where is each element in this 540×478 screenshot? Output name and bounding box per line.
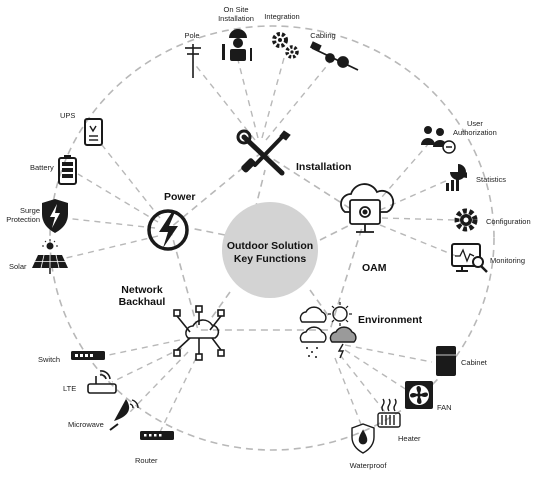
user-authorization-label: User Authorization xyxy=(453,119,497,137)
cabinet-icon xyxy=(436,346,456,376)
battery-icon xyxy=(58,155,77,185)
router-device-icon xyxy=(140,431,174,440)
monitoring-icon xyxy=(451,243,488,273)
statistics-pie-icon xyxy=(446,164,467,191)
hub-ring xyxy=(169,151,366,331)
environment-weather-icon xyxy=(299,302,357,359)
router-label: Router xyxy=(135,456,158,465)
microwave-label: Microwave xyxy=(68,420,104,429)
ups-icon xyxy=(84,118,103,146)
center-title-line1: Outdoor Solution xyxy=(226,240,314,252)
switch-icon xyxy=(71,351,105,360)
surge-line1: Surge xyxy=(19,206,40,215)
center-circle xyxy=(222,202,318,298)
item-spokes xyxy=(63,57,457,433)
surge-protection-shield-icon xyxy=(42,199,68,233)
battery-label: Battery xyxy=(30,163,54,172)
worker-icon xyxy=(222,29,252,61)
outer-ring xyxy=(49,25,495,451)
power-lightning-icon xyxy=(147,209,189,251)
solar-panel-icon xyxy=(32,239,68,274)
center-spokes xyxy=(189,169,351,321)
microwave-dish-icon xyxy=(109,399,139,431)
user-auth-line1: User xyxy=(467,119,483,128)
user-auth-line2: Authorization xyxy=(453,128,497,137)
monitoring-label: Monitoring xyxy=(490,256,526,265)
onsite-line1: On Site xyxy=(223,5,249,14)
lte-router-icon xyxy=(87,370,117,394)
pole-label: Pole xyxy=(184,31,200,40)
surge-line2: Protection xyxy=(6,215,40,224)
user-authorization-icon xyxy=(421,126,456,154)
surge-protection-label: Surge Protection xyxy=(4,206,40,224)
heater-icon xyxy=(377,398,401,428)
pole-icon xyxy=(185,44,201,78)
hub-environment-label: Environment xyxy=(358,314,423,326)
hub-power-label: Power xyxy=(164,191,196,203)
center-title-line2: Key Functions xyxy=(233,253,307,265)
center-title: Outdoor Solution Key Functions xyxy=(215,240,325,266)
oam-cloud-monitor-icon xyxy=(340,183,395,233)
hub-network-line1: Network xyxy=(121,284,163,296)
integration-label: Integration xyxy=(264,12,300,21)
cabling-icon xyxy=(309,41,359,71)
lte-label: LTE xyxy=(63,384,77,393)
hub-network-backhaul-label: Network Backhaul xyxy=(119,284,166,308)
solar-label: Solar xyxy=(9,262,27,271)
fan-icon xyxy=(405,381,433,409)
cabling-label: Cabling xyxy=(310,31,336,40)
network-backhaul-cloud-icon xyxy=(173,305,225,361)
statistics-label: Statistics xyxy=(476,175,507,184)
ups-label: UPS xyxy=(60,111,76,120)
fan-label: FAN xyxy=(437,403,452,412)
integration-gears-icon xyxy=(272,32,299,59)
configuration-gear-icon xyxy=(454,208,478,232)
switch-label: Switch xyxy=(38,355,61,364)
hub-oam-label: OAM xyxy=(362,262,387,274)
cabinet-label: Cabinet xyxy=(461,358,487,367)
hub-installation-label: Installation xyxy=(296,161,352,173)
hub-network-line2: Backhaul xyxy=(118,296,166,308)
waterproof-label: Waterproof xyxy=(349,461,387,470)
heater-label: Heater xyxy=(398,434,421,443)
onsite-line2: Installation xyxy=(218,14,254,23)
installation-wrench-screwdriver-icon xyxy=(236,129,291,176)
onsite-installation-label: On Site Installation xyxy=(218,5,254,23)
waterproof-icon xyxy=(351,423,375,454)
configuration-label: Configuration xyxy=(486,217,531,226)
